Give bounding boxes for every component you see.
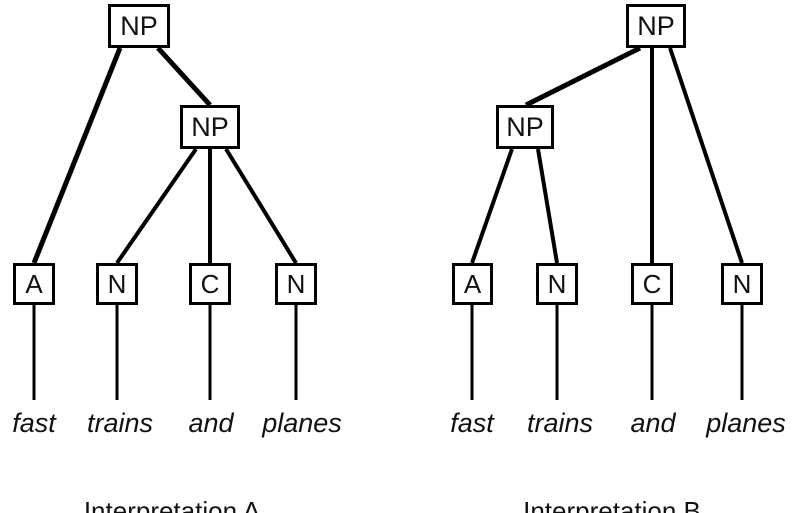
word-label-b-word-trains: trains [526,408,594,438]
tree-node-a-conj: C [189,263,231,305]
tree-node-b-root: NP [626,4,686,48]
tree-edge-b-root-to-b-noun2 [668,47,744,264]
tree-edge-a-np2-to-a-noun2 [224,147,298,265]
tree-node-b-conj: C [631,263,673,305]
panel-caption-interpretation-b: Interpretation B [523,496,701,513]
tree-edge-b-np2-to-b-adj [470,148,514,264]
word-label-a-word-trains: trains [86,408,154,438]
panel-caption-interpretation-a: Interpretation A [83,496,261,513]
tree-edge-b-root-to-b-np2 [524,45,642,108]
tree-node-b-adj: A [452,263,493,305]
tree-edge-a-root-to-a-adj [31,47,123,264]
tree-edge-a-np2-to-a-noun1 [115,147,198,265]
word-label-b-word-and: and [630,408,676,438]
tree-node-a-np2: NP [180,105,240,149]
tree-node-a-noun1: N [96,263,138,305]
tree-node-b-noun1: N [536,263,578,305]
tree-node-a-adj: A [13,263,55,305]
word-label-a-word-planes: planes [262,408,342,438]
tree-node-b-np2: NP [496,105,554,149]
word-label-a-word-and: and [188,408,234,438]
tree-edge-b-np2-to-b-noun1 [536,148,559,264]
tree-edge-a-root-to-a-np2 [156,46,212,107]
tree-node-a-root: NP [108,4,170,48]
word-label-a-word-fast: fast [12,408,56,438]
word-label-b-word-planes: planes [706,408,786,438]
word-label-b-word-fast: fast [450,408,494,438]
tree-node-b-noun2: N [721,263,763,305]
tree-node-a-noun2: N [275,263,317,305]
